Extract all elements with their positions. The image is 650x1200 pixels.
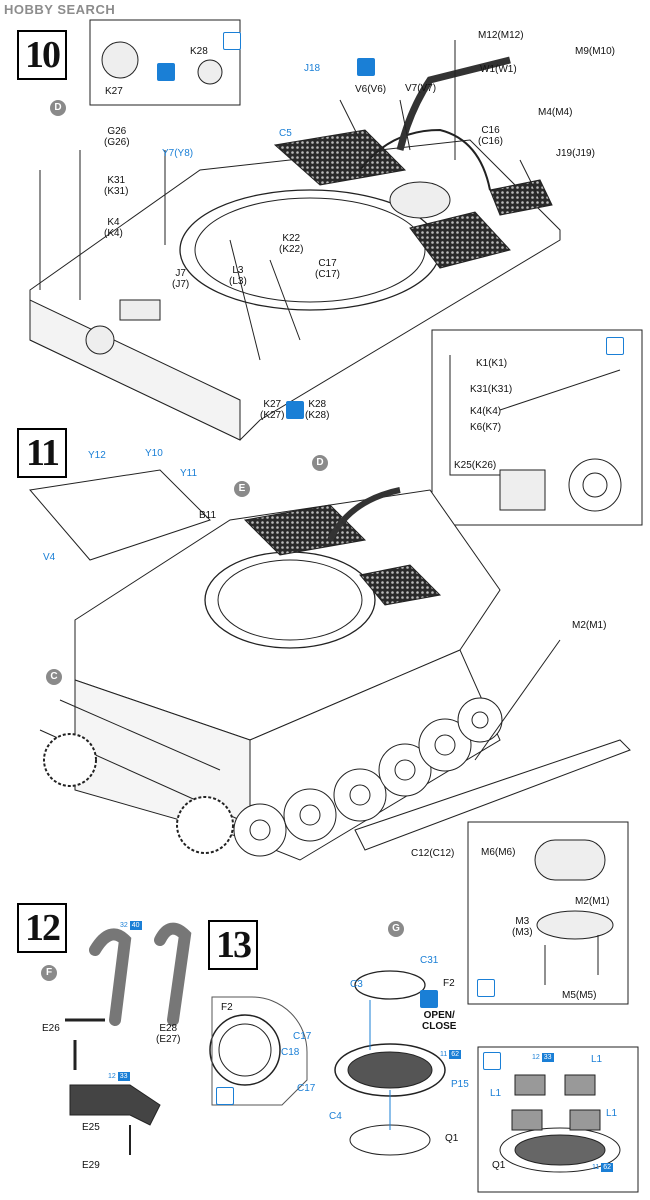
part-label-m4: M4(M4) bbox=[538, 107, 573, 118]
mudguard-c12 bbox=[354, 739, 631, 851]
subassembly-d-marker: D bbox=[312, 455, 328, 471]
part-label-v6: V6(V6) bbox=[355, 84, 387, 95]
part-label-c17-lower: C17 bbox=[297, 1083, 316, 1094]
part-label-k25: K25(K26) bbox=[454, 460, 497, 471]
part-label-e25: E25 bbox=[82, 1122, 100, 1133]
part-label-c31: C31 bbox=[420, 955, 439, 966]
part-label-v4: V4 bbox=[43, 552, 56, 563]
step-number-11: 11 bbox=[17, 428, 67, 478]
road-wheels bbox=[43, 697, 503, 857]
part-label-w1: W1(W1) bbox=[480, 64, 517, 75]
part-label-l3: L3 (L3) bbox=[229, 265, 247, 287]
step-number-12: 12 bbox=[17, 903, 67, 953]
paint-icon bbox=[223, 32, 241, 50]
engine-grille-left bbox=[273, 129, 407, 186]
paint-icon bbox=[483, 1052, 501, 1070]
part-label-m3: M3 (M3) bbox=[512, 916, 533, 938]
part-label-v7: V7(V7) bbox=[405, 83, 437, 94]
part-label-l1: L1 bbox=[606, 1108, 618, 1119]
part-reference-tag: 12 33 bbox=[532, 1053, 554, 1062]
part-label-b11: B11 bbox=[199, 510, 217, 521]
step-number-10: 10 bbox=[17, 30, 67, 80]
part-label-k31: K31 (K31) bbox=[104, 175, 129, 197]
part-label-c18: C18 bbox=[281, 1047, 300, 1058]
part-label-k6: K6(K7) bbox=[470, 422, 502, 433]
part-label-j7: J7 (J7) bbox=[172, 268, 190, 290]
hatch-f2-drawing bbox=[209, 1014, 281, 1086]
hose-w1 bbox=[396, 56, 511, 151]
glue-icon bbox=[286, 401, 304, 419]
part-label-j18: J18 bbox=[304, 63, 321, 74]
part-label-m5: M5(M5) bbox=[562, 990, 597, 1001]
part-label-y10: Y10 bbox=[145, 448, 163, 459]
step12-exhaust-drawing bbox=[65, 922, 192, 1155]
paint-icon bbox=[477, 979, 495, 997]
part-label-c3: C3 bbox=[350, 979, 363, 990]
part-label-k27: K27 bbox=[105, 86, 123, 97]
engine-deck-v4 bbox=[29, 469, 211, 561]
part-label-c4: C4 bbox=[329, 1111, 342, 1122]
paint-icon bbox=[216, 1087, 234, 1105]
engine-grille-right bbox=[409, 211, 511, 269]
part-label-j19: J19(J19) bbox=[556, 148, 595, 159]
part-label-e29: E29 bbox=[82, 1160, 100, 1171]
part-label-m12: M12(M12) bbox=[478, 30, 524, 41]
part-label-l1: L1 bbox=[591, 1054, 603, 1065]
part-label-q1-inset: Q1 bbox=[492, 1160, 506, 1171]
subassembly-e-marker: E bbox=[234, 481, 250, 497]
hobby-search-watermark: HOBBY SEARCH bbox=[4, 2, 116, 17]
part-label-c5: C5 bbox=[279, 128, 292, 139]
step-number-13: 13 bbox=[208, 920, 258, 970]
part-label-f2-hatch: F2 bbox=[443, 978, 455, 989]
part-reference-tag: 12 33 bbox=[108, 1072, 130, 1081]
subassembly-c-marker: C bbox=[46, 669, 62, 685]
star-icon bbox=[357, 58, 375, 76]
part-label-m9: M9(M10) bbox=[575, 46, 616, 57]
step11-hull-drawing bbox=[29, 469, 631, 861]
subassembly-f-marker: F bbox=[41, 965, 57, 981]
part-label-k22: K22 (K22) bbox=[279, 233, 304, 255]
part-label-c17: C17 bbox=[293, 1031, 312, 1042]
part-label-g26: G26 (G26) bbox=[104, 126, 130, 148]
part-label-c17: C17 (C17) bbox=[315, 258, 341, 280]
part-reference-tag: 11 62 bbox=[440, 1050, 462, 1059]
part-label-c16: C16 (C16) bbox=[478, 125, 504, 147]
part-label-e26: E26 bbox=[42, 1023, 60, 1034]
part-label-m2-inset: M2(M1) bbox=[575, 896, 610, 907]
part-label-k28-lower: K28 (K28) bbox=[305, 399, 330, 421]
part-label-l1: L1 bbox=[490, 1088, 502, 1099]
part-label-c12: C12(C12) bbox=[411, 848, 455, 859]
part-label-e28: E28 (E27) bbox=[156, 1023, 181, 1045]
part-label-m2: M2(M1) bbox=[572, 620, 607, 631]
part-label-y11: Y11 bbox=[180, 468, 198, 479]
part-label-q1: Q1 bbox=[445, 1133, 459, 1144]
part-label-k4: K4 (K4) bbox=[104, 217, 123, 239]
open-close-note: OPEN/ CLOSE bbox=[422, 1010, 457, 1032]
part-label-k27-lower: K27 (K27) bbox=[260, 399, 285, 421]
part-label-m6: M6(M6) bbox=[481, 847, 516, 858]
part-label-k28: K28 bbox=[190, 46, 208, 57]
part-reference-tag: 11 62 bbox=[592, 1163, 614, 1172]
part-label-f2: F2 bbox=[221, 1002, 233, 1013]
part-reference-tag: 32 40 bbox=[120, 921, 142, 930]
part-label-k31: K31(K31) bbox=[470, 384, 513, 395]
glue-icon bbox=[157, 63, 175, 81]
part-label-y7: Y7(Y8) bbox=[162, 148, 194, 159]
part-label-k4: K4(K4) bbox=[470, 406, 502, 417]
paint-icon bbox=[606, 337, 624, 355]
part-label-p15: P15 bbox=[451, 1079, 469, 1090]
step10-hull-drawing bbox=[29, 40, 561, 441]
subassembly-g-marker: G bbox=[388, 921, 404, 937]
subassembly-d-marker: D bbox=[50, 100, 66, 116]
part-label-y12: Y12 bbox=[88, 450, 106, 461]
glue-icon bbox=[420, 990, 438, 1008]
part-label-k1: K1(K1) bbox=[476, 358, 508, 369]
